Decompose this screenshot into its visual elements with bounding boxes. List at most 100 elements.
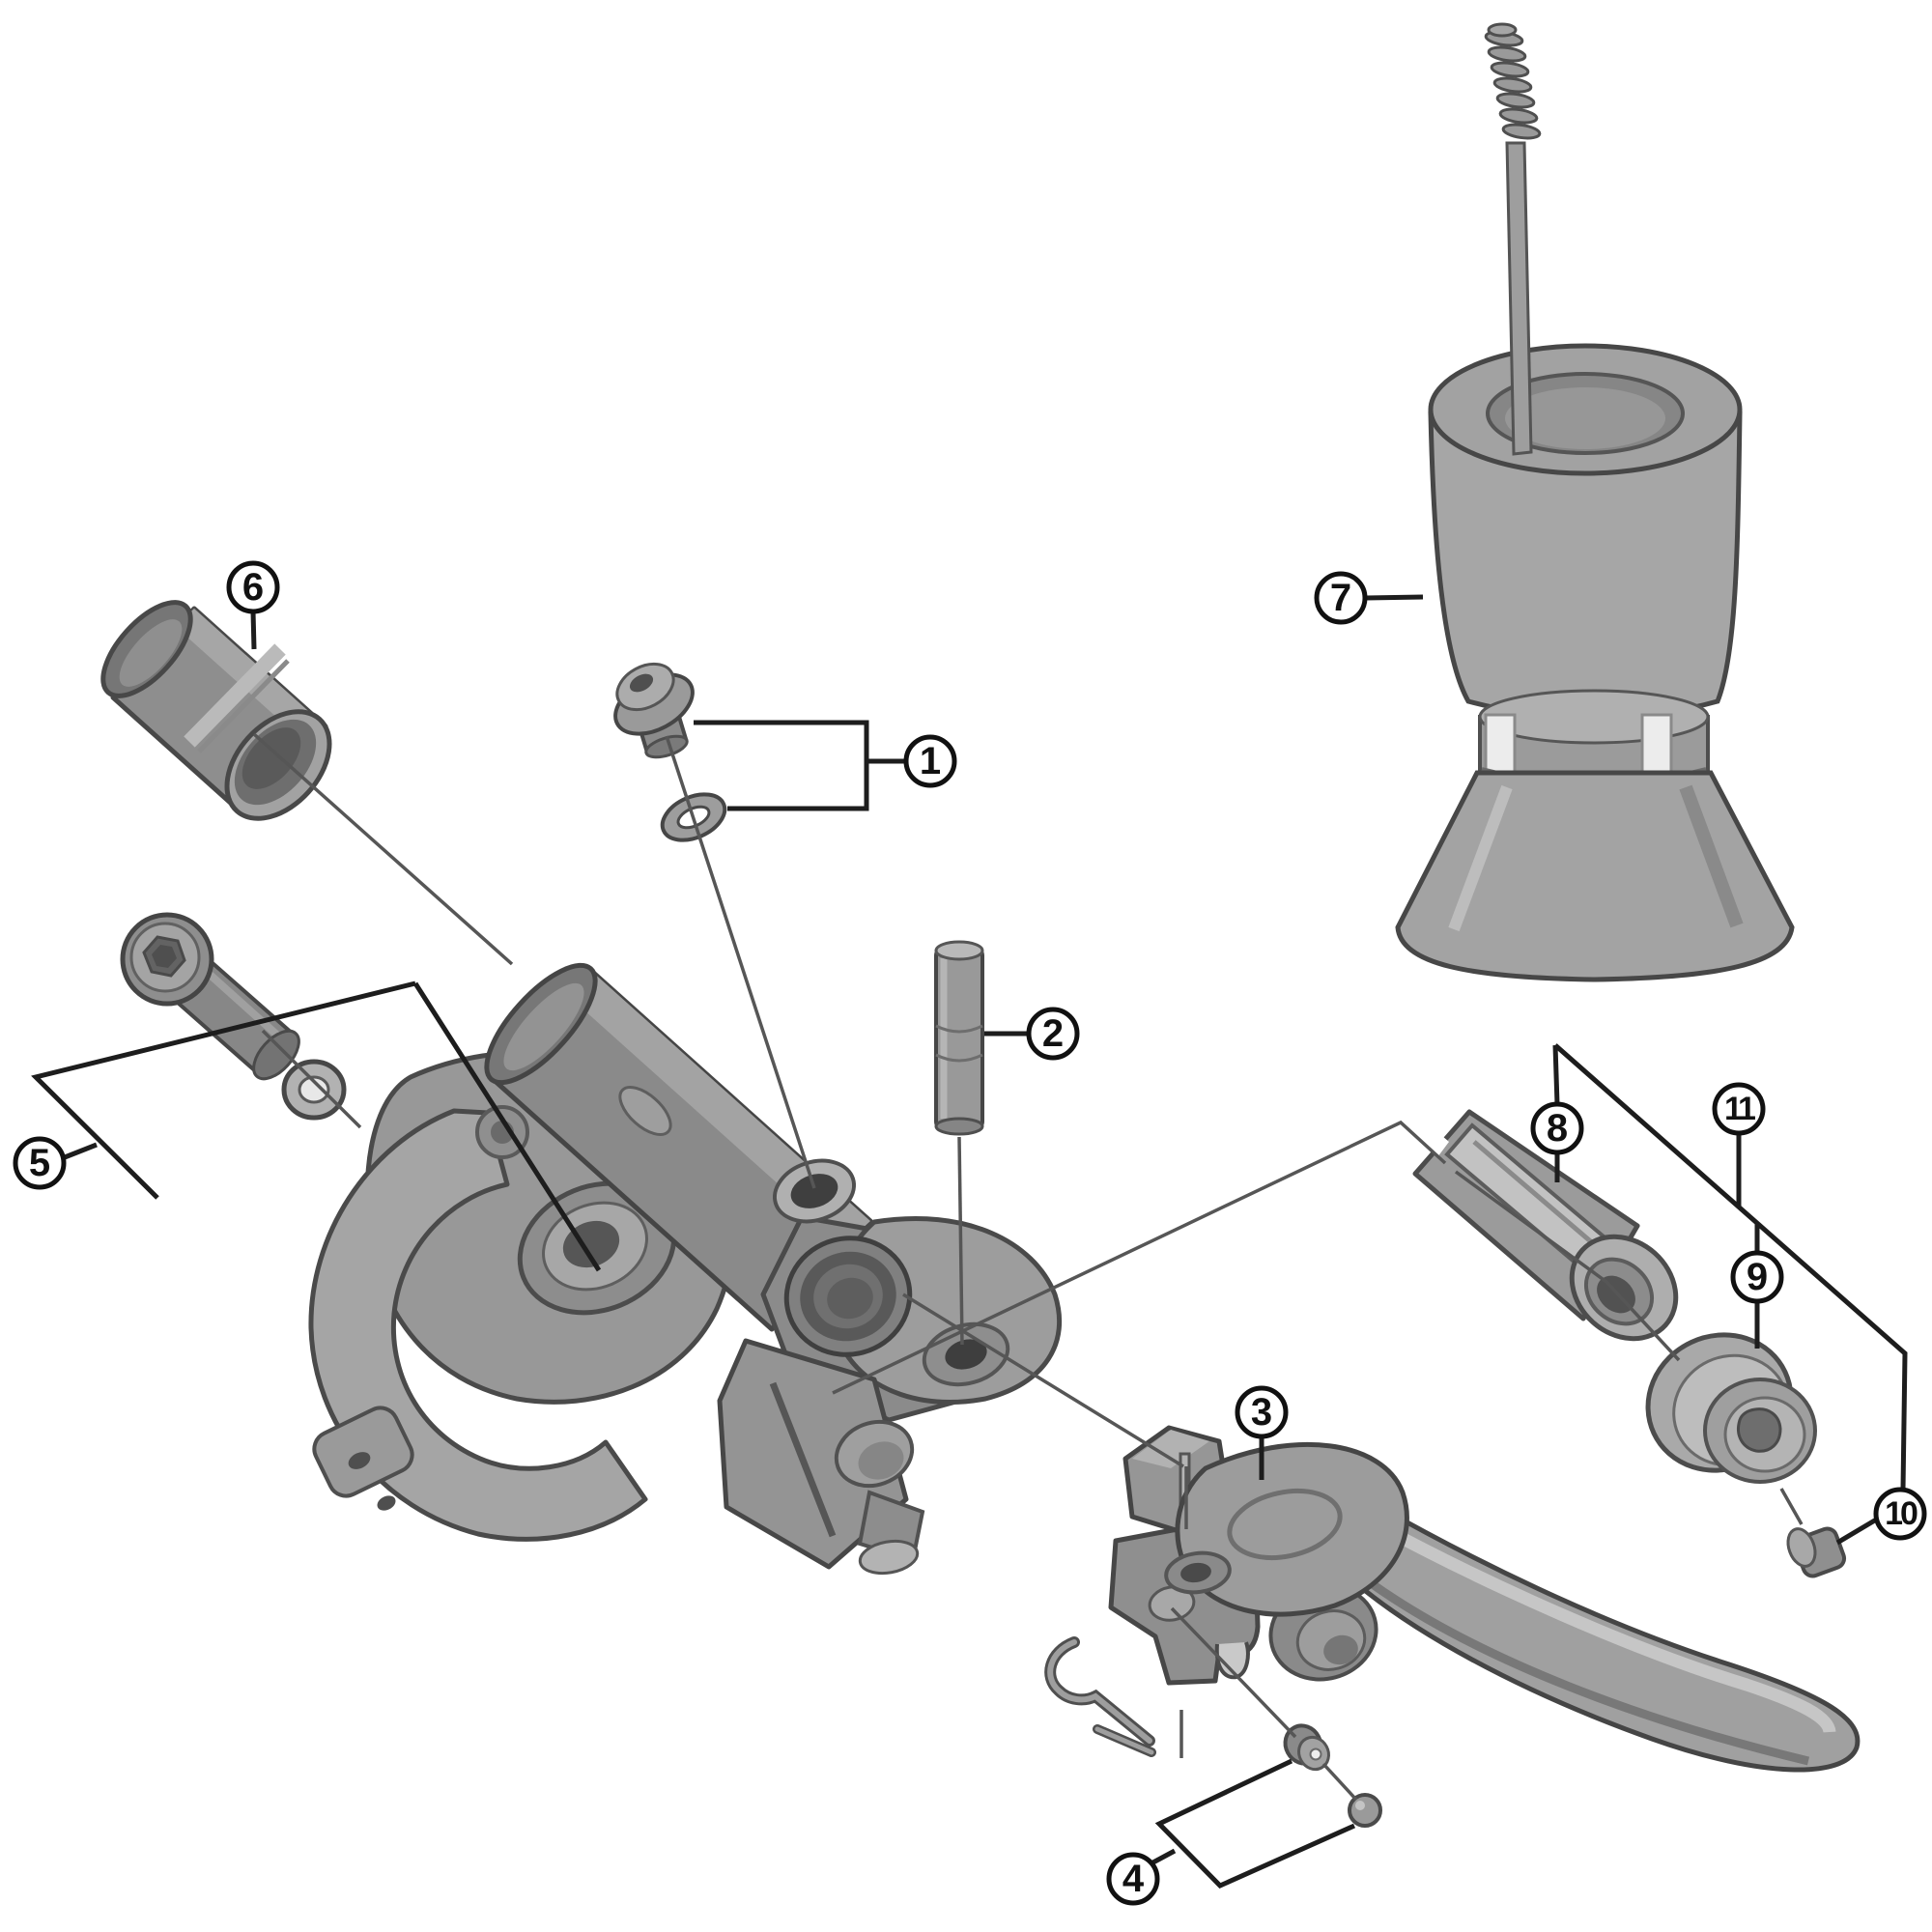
front-clamp-slot bbox=[769, 1381, 837, 1538]
funnel-bayonet-slot bbox=[1640, 713, 1673, 779]
line-stub-5 bbox=[64, 1142, 98, 1160]
callout-number-6: 6 bbox=[242, 566, 264, 609]
callout-number-4: 4 bbox=[1122, 1858, 1145, 1900]
callout-9: 9 bbox=[1730, 1250, 1784, 1304]
callout-circle-6 bbox=[226, 560, 280, 614]
line-axis-3-lever bbox=[902, 1293, 1184, 1468]
funnel-base-highlight bbox=[1448, 784, 1513, 932]
line-axis-4-ball bbox=[1321, 1762, 1358, 1802]
sleeve-stripe-edge bbox=[197, 659, 290, 753]
tube-detail-oval bbox=[618, 1086, 672, 1136]
bolt-shaft-highlight bbox=[204, 969, 285, 1042]
callout-number-11: 11 bbox=[1724, 1091, 1755, 1127]
master-cylinder-body bbox=[308, 962, 1062, 1576]
part-brake-lever-unit bbox=[1044, 1425, 1861, 1773]
wing-boss-hole bbox=[945, 1339, 987, 1370]
funnel-rod-thread bbox=[1490, 61, 1530, 78]
callout-number-5: 5 bbox=[29, 1142, 50, 1184]
plug-face bbox=[1786, 1527, 1817, 1568]
bolt-hex-socket-shadow bbox=[152, 945, 177, 968]
bleed-screw-tip bbox=[644, 734, 689, 759]
return-spring-light bbox=[1047, 1639, 1152, 1744]
funnel-cup-interior bbox=[1505, 387, 1665, 449]
line-bracket-4 bbox=[1154, 1758, 1356, 1889]
callout-circle-5 bbox=[13, 1136, 67, 1190]
line-bracket-11 bbox=[1553, 1043, 1908, 1491]
callout-4: 4 bbox=[1106, 1852, 1160, 1906]
callout-7: 7 bbox=[1314, 571, 1368, 625]
callout-number-1: 1 bbox=[920, 740, 941, 782]
callouts-layer: 1 2 3 4 5 6 7 8 9 10 11 bbox=[13, 560, 1927, 1906]
sleeve-closed-end-inner bbox=[119, 619, 183, 687]
lower-stub-cap bbox=[858, 1539, 920, 1576]
front-clamp-piece bbox=[717, 1338, 909, 1570]
part-diaphragm-grommet bbox=[1645, 1332, 1817, 1484]
callout-circle-4 bbox=[1106, 1852, 1160, 1906]
part-bleed-funnel bbox=[1395, 22, 1795, 982]
funnel-rod bbox=[1505, 141, 1533, 456]
part-pivot-pin bbox=[934, 940, 984, 1136]
funnel-rod-thread-cap bbox=[1487, 22, 1518, 38]
adjuster-ball-glint bbox=[1355, 1801, 1365, 1810]
callout-10: 10 bbox=[1873, 1487, 1927, 1541]
pin-waist-line bbox=[935, 1053, 983, 1063]
washer-hole bbox=[298, 1075, 330, 1104]
line-axis-2 bbox=[957, 1136, 964, 1346]
callout-1: 1 bbox=[903, 734, 957, 788]
line-bracket-8-top bbox=[1552, 1044, 1560, 1105]
part-end-plug bbox=[1786, 1526, 1847, 1578]
funnel-rod-thread bbox=[1495, 92, 1536, 109]
callout-2: 2 bbox=[1026, 1007, 1080, 1061]
lever-blade-highlight bbox=[1379, 1522, 1836, 1734]
lever-pivot-barrel-nub bbox=[1323, 1634, 1358, 1665]
line-bracket-1 bbox=[694, 720, 869, 811]
return-spring-arm-light bbox=[1094, 1726, 1154, 1755]
line-axis-9-10 bbox=[1779, 1488, 1804, 1525]
reservoir-end-cap-inner bbox=[503, 982, 584, 1071]
pin-top-face bbox=[934, 940, 984, 961]
funnel-rod-thread bbox=[1487, 45, 1527, 63]
sleeve-open-end-depth bbox=[242, 727, 301, 789]
callout-8: 8 bbox=[1530, 1101, 1584, 1155]
callout-circle-7 bbox=[1314, 571, 1368, 625]
lever-plate-emboss bbox=[1227, 1489, 1343, 1560]
callout-circle-8 bbox=[1530, 1101, 1584, 1155]
callout-circle-10 bbox=[1873, 1487, 1927, 1541]
lever-plate-pin-hole bbox=[1180, 1562, 1211, 1583]
bleed-screw-recess bbox=[629, 673, 654, 693]
lever-blade-shade bbox=[1367, 1578, 1810, 1766]
callout-5: 5 bbox=[13, 1136, 67, 1190]
lever-pivot-plate bbox=[1175, 1441, 1409, 1617]
callout-3: 3 bbox=[1235, 1385, 1289, 1439]
callout-number-3: 3 bbox=[1251, 1391, 1272, 1434]
callout-circle-3 bbox=[1235, 1385, 1289, 1439]
callout-11: 11 bbox=[1712, 1082, 1766, 1136]
callout-circle-9 bbox=[1730, 1250, 1784, 1304]
grommet-center-hole bbox=[1737, 1407, 1782, 1453]
part-bleed-screw-oring bbox=[613, 662, 727, 842]
funnel-rod-thread bbox=[1492, 76, 1533, 94]
callout-6: 6 bbox=[226, 560, 280, 614]
lever-knuckle-facet bbox=[1132, 1430, 1209, 1468]
line-leg-5 bbox=[412, 981, 602, 1272]
insert-sleeve-notch bbox=[1416, 1123, 1449, 1157]
line-leader-10 bbox=[1835, 1516, 1880, 1546]
callout-number-7: 7 bbox=[1330, 577, 1351, 619]
adjuster-nut-hole bbox=[1309, 1747, 1322, 1761]
line-axis-6 bbox=[252, 732, 514, 966]
funnel-base-shade bbox=[1679, 784, 1744, 928]
funnel-rod-thread bbox=[1498, 107, 1539, 125]
line-leader-7 bbox=[1365, 594, 1424, 601]
sleeve-stripe bbox=[184, 643, 286, 748]
callout-number-9: 9 bbox=[1747, 1256, 1768, 1298]
funnel-base-cone bbox=[1395, 770, 1795, 982]
bolt-shaft-end bbox=[252, 1029, 300, 1081]
callout-circle-11 bbox=[1712, 1082, 1766, 1136]
callout-number-10: 10 bbox=[1885, 1495, 1918, 1532]
pin-bottom-face bbox=[934, 1117, 984, 1136]
clamp-tab-hole bbox=[377, 1495, 396, 1511]
callout-circle-2 bbox=[1026, 1007, 1080, 1061]
part-clamp-bolt-washer bbox=[120, 912, 347, 1121]
